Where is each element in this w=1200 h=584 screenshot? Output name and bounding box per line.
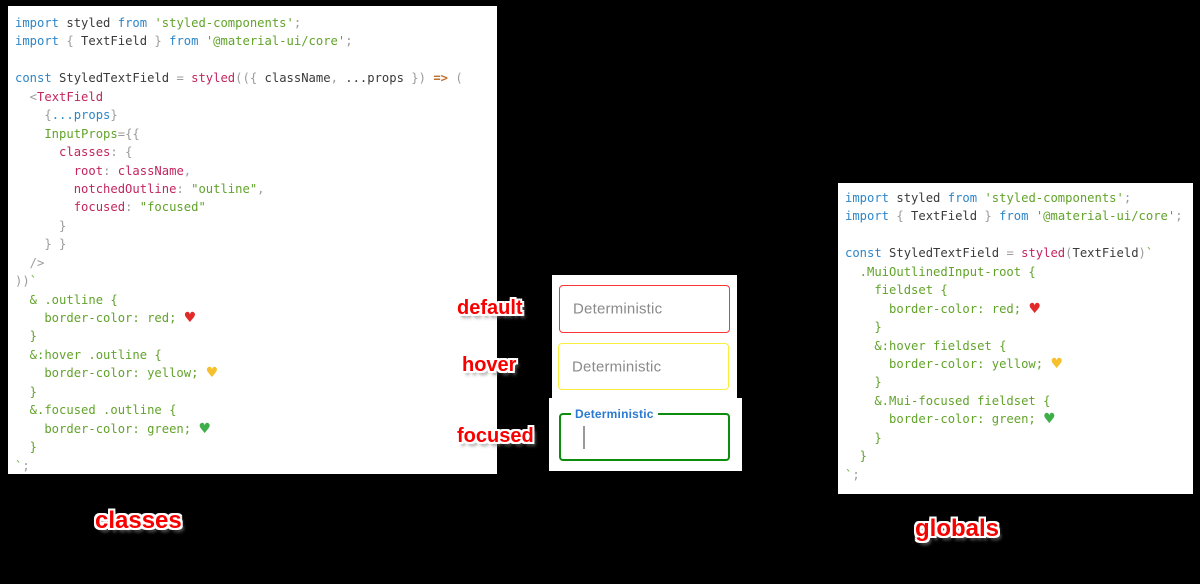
code-line: } [845,375,882,390]
caption-globals: globals [915,515,1000,542]
code-line: import { TextField } from '@material-ui/… [845,209,1183,224]
code-line: ))` [15,274,38,289]
textfield-placeholder: Deterministic [572,358,662,375]
state-label-hover: hover [462,354,517,376]
caption-classes: classes [95,507,182,534]
code-line: &:hover .outline { [15,347,162,362]
code-line: } [15,440,38,455]
code-line: border-color: red; ♥ [15,310,197,326]
code-line: } } [15,237,67,252]
code-line: focused: "focused" [15,200,206,215]
textfield-default-state[interactable]: Deterministic [559,285,730,333]
code-line: &.focused .outline { [15,403,177,418]
code-line: } [845,449,868,464]
code-line: } [15,218,67,233]
code-line: const StyledTextField = styled(({ classN… [15,71,463,86]
code-line: border-color: green; ♥ [845,411,1056,428]
code-line: border-color: green; ♥ [15,420,211,437]
code-line: &.Mui-focused fieldset { [845,393,1051,408]
textfield-placeholder: Deterministic [573,300,663,318]
left-code-snippet: import styled from 'styled-components'; i… [8,6,497,474]
right-code-snippet: import styled from 'styled-components'; i… [838,183,1193,494]
code-line: } [15,329,38,344]
code-line: border-color: yellow; ♥ [845,355,1064,372]
textfield-hover-state[interactable]: Deterministic [558,343,729,390]
textfield-floating-label: Deterministic [571,407,658,421]
code-line: {...props} [15,108,118,123]
code-line: `; [845,467,860,482]
code-line [845,226,1193,244]
code-line: & .outline { [15,292,118,307]
state-label-default: default [457,297,523,319]
code-line [15,51,497,69]
code-line: border-color: red; ♥ [845,300,1041,317]
code-line: import styled from 'styled-components'; [845,191,1132,205]
code-line: /> [15,255,45,270]
code-line: &:hover fieldset { [845,338,1007,353]
code-line: const StyledTextField = styled(TextField… [845,246,1154,261]
code-line: .MuiOutlinedInput-root { [845,264,1036,279]
code-line: import styled from 'styled-components'; [15,16,302,30]
code-line: InputProps={{ [15,126,140,141]
code-line: } [845,430,882,445]
code-line: border-color: yellow; ♥ [15,365,219,382]
code-line: <TextField [15,89,104,104]
code-line: } [15,384,38,399]
code-line: import { TextField } from '@material-ui/… [15,34,353,49]
text-cursor-caret [583,426,585,449]
code-line: classes: { [15,145,133,160]
code-line: notchedOutline: "outline", [15,181,265,196]
code-line: root: className, [15,163,192,178]
code-line: } [845,320,882,335]
code-line: `; [15,458,30,473]
state-label-focused: focused [457,425,534,447]
code-line: fieldset { [845,283,948,298]
textfield-focused-state[interactable]: Deterministic [559,407,730,461]
